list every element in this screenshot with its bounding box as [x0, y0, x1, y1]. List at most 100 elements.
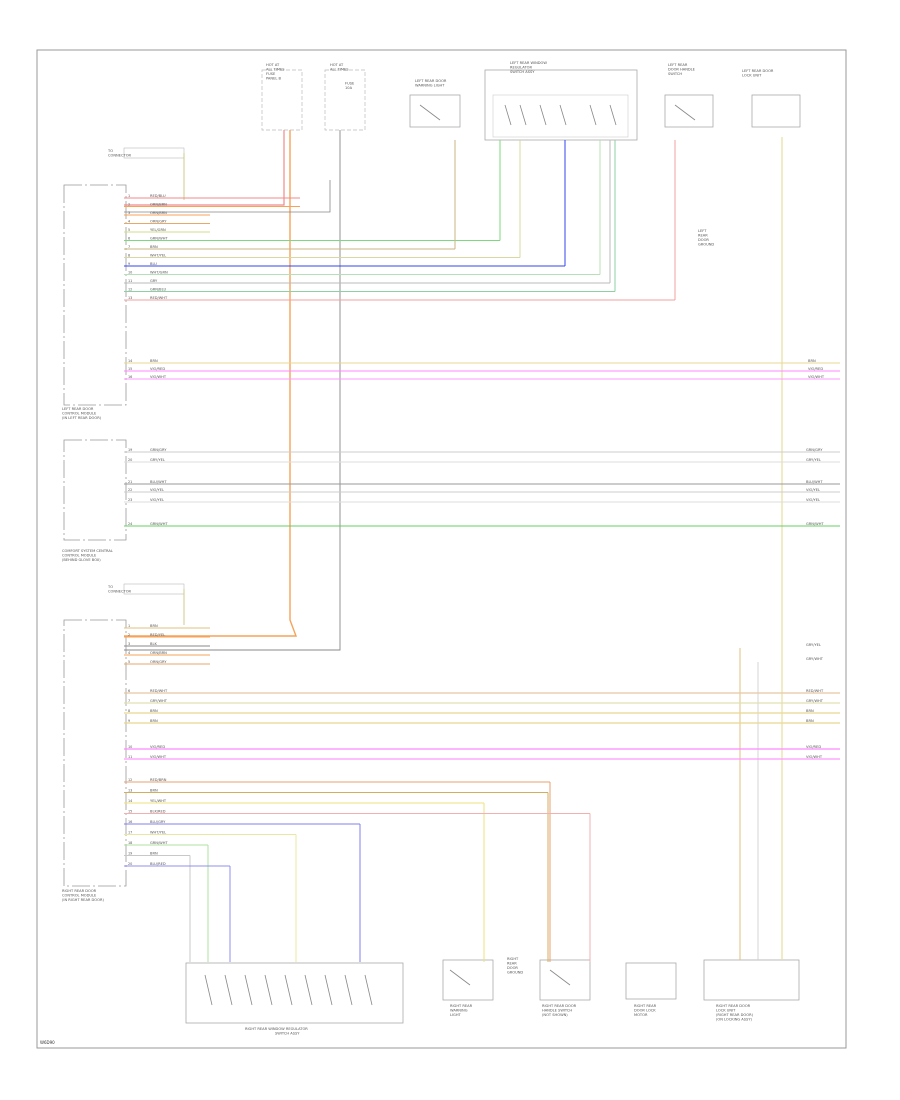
wire-pin-left-13: 13: [128, 296, 132, 300]
contact-bottom-7: [344, 974, 353, 1006]
wire-code-left-3: ORN/BRN: [150, 211, 167, 215]
bus-code-right-end-6: RED/WHT: [806, 689, 824, 693]
wire-pin-comfort-19: 19: [128, 448, 132, 452]
bus-code-right-10: VIO/RED: [150, 745, 165, 749]
right-rear-lock-motor-box: [625, 962, 677, 1000]
mid-connector-box: [123, 583, 185, 595]
diagram-frame: [36, 49, 847, 1049]
left-rear-door-module-box: [63, 184, 127, 406]
wire-code-left-6: GRN/WHT: [150, 237, 168, 241]
wire-pin-left-3: 3: [128, 211, 130, 215]
contact-bottom-2: [244, 974, 253, 1006]
wire-pin-rl-14: 14: [128, 799, 132, 803]
top-right-code-b: GRY/WHT: [806, 657, 824, 661]
bus-code-right-end-9: BRN: [806, 719, 814, 723]
bus-code-right-15: VIO/RED: [808, 367, 823, 371]
contact-bottom-0: [204, 974, 213, 1006]
contact-top-5: [609, 104, 617, 126]
bus-code-right-7: GRY/WHT: [150, 699, 168, 703]
wire-pin-comfort-24: 24: [128, 522, 132, 526]
wire-code-rl-19: BRN: [150, 852, 158, 856]
bus-code-right-end-7: GRY/WHT: [806, 699, 824, 703]
wire-code-left-7: BRN: [150, 245, 158, 249]
bus-code-right-11: VIO/WHT: [150, 755, 167, 759]
contact-bottom-6: [324, 974, 333, 1006]
bus-code-left-16: VIO/WHT: [150, 375, 167, 379]
wire-code-left-10: WHT/GRN: [150, 271, 168, 275]
wire-code-right-4: ORN/BRN: [150, 651, 167, 655]
right-rear-warning-box: [442, 959, 494, 1001]
bus-code-right-6: RED/WHT: [150, 689, 168, 693]
wire-pin-comfort-23: 23: [128, 498, 132, 502]
bus-pin-right-7: 7: [128, 699, 130, 703]
wire-code-left-12: GRN/BLU: [150, 288, 166, 292]
bus-code-right-14: BRN: [808, 359, 816, 363]
switch-contacts: [204, 104, 696, 1006]
bus-code-right-9: BRN: [150, 719, 158, 723]
wire-code-right-5: ORN/GRY: [150, 660, 167, 664]
wire-code-comfort-22: VIO/YEL: [150, 488, 164, 492]
bus-code-right-16: VIO/WHT: [808, 375, 825, 379]
bus-pin-left-14: 14: [128, 359, 132, 363]
fuse-b-gray-wire-2: [124, 180, 331, 213]
right-rear-door-module-box: [63, 619, 127, 887]
wire-code-comfort-right-24: GRN/WHT: [806, 522, 824, 526]
wire-pin-left-10: 10: [128, 271, 132, 275]
bus-pin-right-8: 8: [128, 709, 130, 713]
contact-bottom-1: [224, 974, 233, 1006]
wire-code-comfort-20: GRY/YEL: [150, 458, 165, 462]
wire-pin-right-2: 2: [128, 633, 130, 637]
contact-right-handle: [549, 969, 571, 986]
contact-handle: [674, 104, 696, 121]
contact-right-warning: [449, 969, 471, 986]
wire-pin-left-6: 6: [128, 237, 130, 241]
wire-pin-rl-17: 17: [128, 831, 132, 835]
wire-code-comfort-right-22: VIO/YEL: [806, 488, 820, 492]
wire-code-left-8: WHT/YEL: [150, 254, 166, 258]
wire-code-comfort-21: BLU/WHT: [150, 480, 167, 484]
wire-code-comfort-right-19: GRN/GRY: [806, 448, 823, 452]
wire-code-rl-14: YEL/WHT: [150, 799, 167, 803]
fuse-a-orange-wire: [124, 130, 298, 637]
wire-pin-left-1: 1: [128, 194, 130, 198]
bus-pin-left-15: 15: [128, 367, 132, 371]
fuse-b-gray-wire: [124, 130, 341, 651]
wire-code-comfort-right-20: GRY/YEL: [806, 458, 821, 462]
wire-code-right-1: BRN: [150, 624, 158, 628]
wire-code-rl-16: BLU/GRY: [150, 820, 166, 824]
wire-code-comfort-19: GRN/GRY: [150, 448, 167, 452]
bus-pin-right-6: 6: [128, 689, 130, 693]
wire-pin-rl-13: 13: [128, 789, 132, 793]
wire-code-rl-20: BLU/RED: [150, 862, 166, 866]
fuse-a-orange-wire-2: [124, 130, 285, 206]
contact-bottom-4: [284, 974, 293, 1006]
bus-code-left-14: BRN: [150, 359, 158, 363]
wire-pin-left-4: 4: [128, 220, 130, 224]
right-rear-lock-unit-box: [703, 959, 800, 1001]
wire-code-left-9: BLU: [150, 262, 157, 266]
left-rear-door-warning-box: [409, 94, 461, 128]
wire-code-rl-18: GRN/WHT: [150, 841, 168, 845]
contact-bottom-3: [264, 974, 273, 1006]
left-rear-door-handle-box: [664, 94, 714, 128]
wire-code-comfort-right-23: VIO/YEL: [806, 498, 820, 502]
fuse-box-b: [324, 69, 366, 131]
contact-bottom-8: [364, 974, 373, 1006]
wire-code-left-5: YEL/GRN: [150, 228, 166, 232]
wire-pin-comfort-20: 20: [128, 458, 132, 462]
wire-pin-left-8: 8: [128, 254, 130, 258]
top-connector-box: [123, 147, 185, 159]
